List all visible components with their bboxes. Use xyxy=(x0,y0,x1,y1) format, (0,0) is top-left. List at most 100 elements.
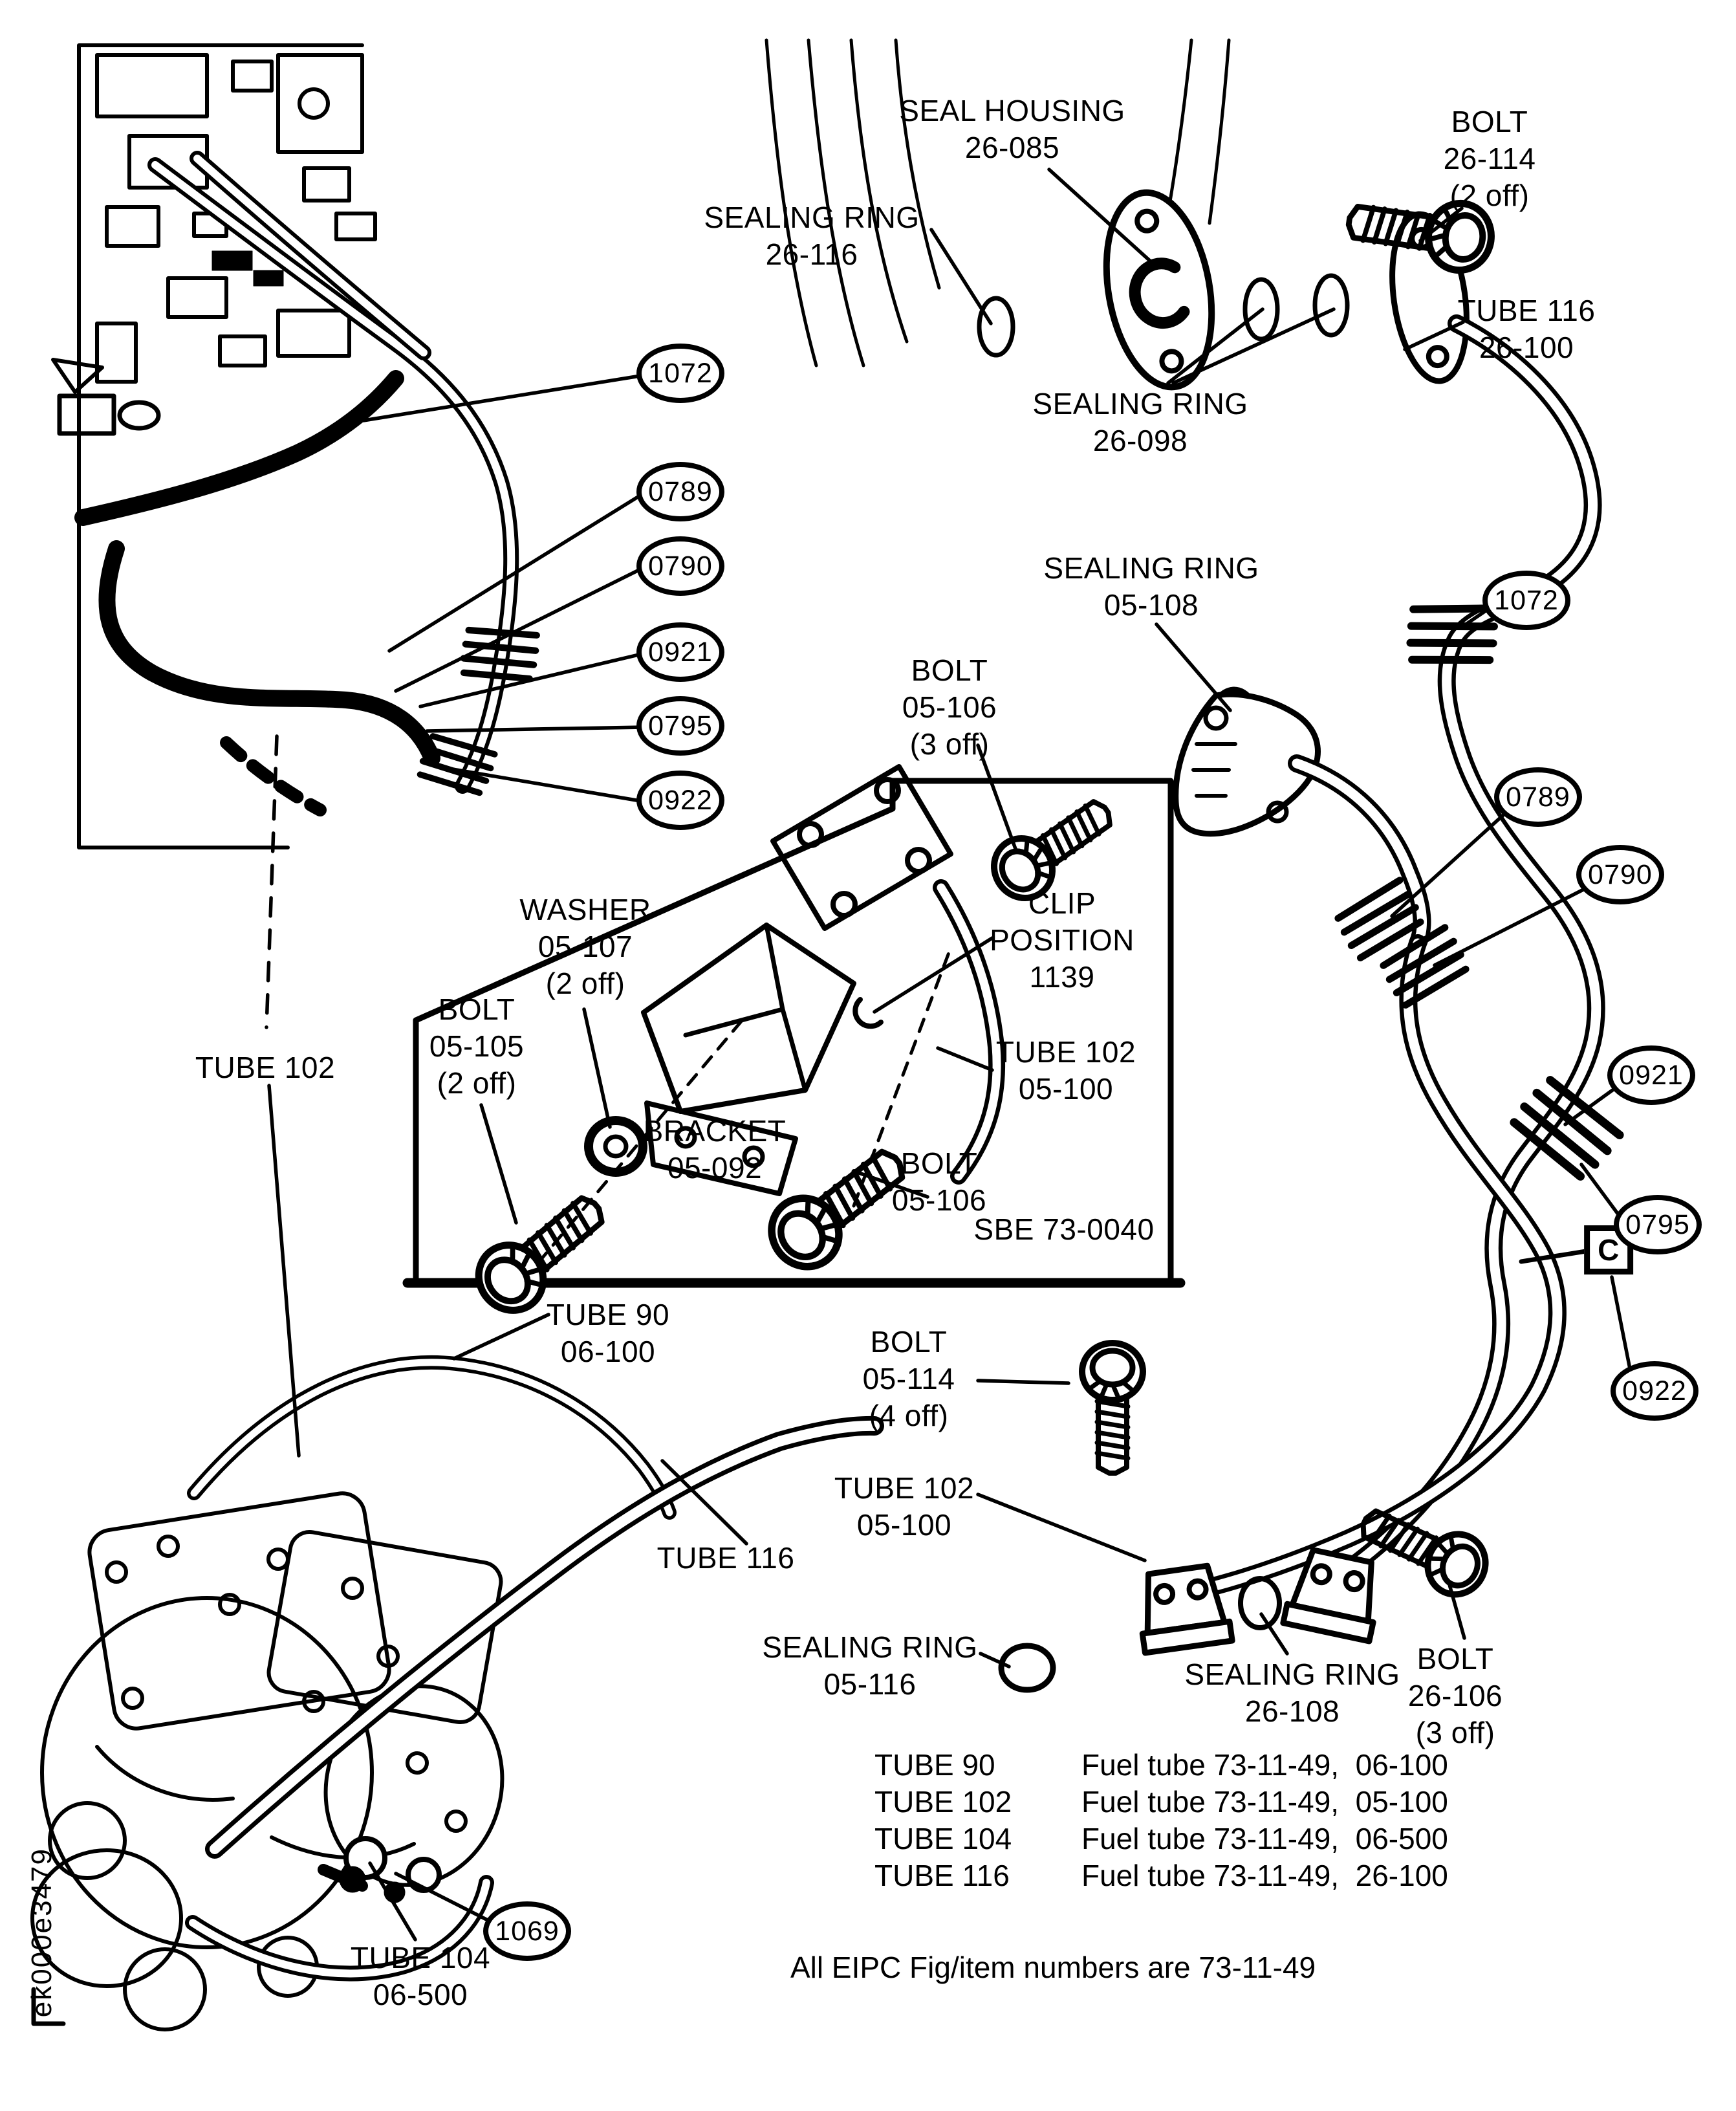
part-label-line: 05-106 xyxy=(891,1183,987,1217)
part-label-line: CLIP xyxy=(1028,886,1096,920)
part-label-line: 05-100 xyxy=(856,1508,952,1542)
part-label-line: 06-100 xyxy=(560,1335,656,1368)
part-label-line: 05-092 xyxy=(667,1151,763,1185)
part-label-line: 1139 xyxy=(1029,960,1095,994)
callout-0921: 0921 xyxy=(636,622,724,682)
part-label-line: TUBE 116 xyxy=(656,1541,795,1575)
part-label-line: 26-098 xyxy=(1092,424,1188,457)
part-label-line: (2 off) xyxy=(437,1066,517,1100)
callout-0789: 0789 xyxy=(1494,767,1582,827)
part-label-line: POSITION xyxy=(990,923,1134,957)
part-label-line: 26-114 xyxy=(1443,142,1536,175)
tube-description: Fuel tube 73-11-49, 06-500 xyxy=(1081,1822,1448,1855)
part-label-line: SEALING RING xyxy=(1184,1657,1400,1691)
part-label-tube-116-bottom: TUBE 116 xyxy=(657,1540,795,1577)
part-label-line: (2 off) xyxy=(1449,179,1530,212)
part-label-tube-102-left: TUBE 102 xyxy=(195,1049,335,1086)
part-label-line: SEALING RING xyxy=(704,201,920,234)
part-label-line: 05-108 xyxy=(1103,588,1199,622)
part-label-line: SBE 73-0040 xyxy=(973,1212,1155,1246)
part-label-line: (3 off) xyxy=(909,727,990,761)
tube-table-row: TUBE 104 Fuel tube 73-11-49, 06-500 xyxy=(874,1821,1448,1857)
part-label-line: TUBE 90 xyxy=(546,1298,670,1331)
part-label-line: 26-108 xyxy=(1244,1694,1340,1728)
part-label-line: TUBE 116 xyxy=(1457,294,1596,327)
tube-name: TUBE 102 xyxy=(874,1785,1012,1819)
part-label-line: (3 off) xyxy=(1415,1716,1495,1749)
callout-1069: 1069 xyxy=(483,1901,571,1961)
part-label-line: TUBE 102 xyxy=(195,1051,336,1084)
part-label-line: BOLT xyxy=(1451,105,1528,138)
part-label-line: 05-114 xyxy=(862,1362,955,1395)
callout-0790: 0790 xyxy=(636,536,724,596)
part-label-line: C xyxy=(1598,1233,1620,1267)
callout-0795: 0795 xyxy=(636,696,724,756)
part-label-tube-90: TUBE 90 06-100 xyxy=(547,1296,669,1370)
callout-0789: 0789 xyxy=(636,462,724,521)
part-label-line: SEALING RING xyxy=(762,1630,978,1664)
part-label-line: 05-105 xyxy=(429,1029,525,1063)
part-label-line: SEAL HOUSING xyxy=(899,94,1125,127)
part-label-inset-ref: SBE 73-0040 xyxy=(973,1211,1154,1248)
part-label-line: 26-085 xyxy=(964,131,1060,164)
tube-table-row: TUBE 116 Fuel tube 73-11-49, 26-100 xyxy=(874,1857,1448,1894)
part-label-line: TUBE 102 xyxy=(834,1471,975,1505)
part-label-line: SEALING RING xyxy=(1032,387,1248,421)
callout-0921: 0921 xyxy=(1607,1045,1695,1105)
part-label-line: 05-100 xyxy=(1018,1072,1114,1106)
part-label-line: BOLT xyxy=(870,1325,948,1359)
tube-name: TUBE 104 xyxy=(874,1822,1012,1855)
part-label-line: 06-500 xyxy=(373,1978,468,2011)
callout-0922: 0922 xyxy=(1611,1361,1698,1421)
tube-table-row: TUBE 90 Fuel tube 73-11-49, 06-100 xyxy=(874,1747,1448,1784)
callout-0790: 0790 xyxy=(1576,845,1664,904)
tube-description: Fuel tube 73-11-49, 06-100 xyxy=(1081,1748,1448,1782)
callout-0795: 0795 xyxy=(1614,1195,1702,1254)
part-label-line: TUBE 104 xyxy=(350,1941,491,1974)
part-label-line: TUBE 102 xyxy=(995,1035,1136,1069)
part-label-line: 26-106 xyxy=(1407,1679,1503,1712)
part-label-line: BOLT xyxy=(911,653,988,687)
part-label-line: 05-106 xyxy=(902,690,997,724)
part-label-line: 05-107 xyxy=(537,930,633,963)
callout-1072: 1072 xyxy=(1482,571,1570,630)
tube-name: TUBE 116 xyxy=(874,1859,1010,1892)
part-label-line: WASHER xyxy=(519,893,651,926)
part-label-line: BOLT xyxy=(438,992,515,1026)
part-label-line: 26-116 xyxy=(765,237,858,271)
part-label-clip-marker: C xyxy=(1584,1225,1633,1274)
part-label-line: BOLT xyxy=(900,1146,978,1180)
part-label-line: (4 off) xyxy=(869,1399,949,1432)
tube-description: Fuel tube 73-11-49, 05-100 xyxy=(1081,1785,1448,1819)
tube-table-row: TUBE 102 Fuel tube 73-11-49, 05-100 xyxy=(874,1784,1448,1821)
part-label-bolt-26-114: BOLT 26-114 (2 off) xyxy=(1444,104,1536,214)
drawing-code: ek000e3479 xyxy=(26,1848,58,2018)
part-label-line: BRACKET xyxy=(643,1114,787,1148)
part-label-line: SEALING RING xyxy=(1043,551,1259,585)
tube-name: TUBE 90 xyxy=(874,1748,995,1782)
part-label-seal-housing: SEAL HOUSING 26-085 xyxy=(899,93,1125,166)
part-label-tube-104: TUBE 104 06-500 xyxy=(351,1940,490,2013)
tube-description: Fuel tube 73-11-49, 26-100 xyxy=(1081,1859,1448,1892)
callout-0922: 0922 xyxy=(636,771,724,830)
